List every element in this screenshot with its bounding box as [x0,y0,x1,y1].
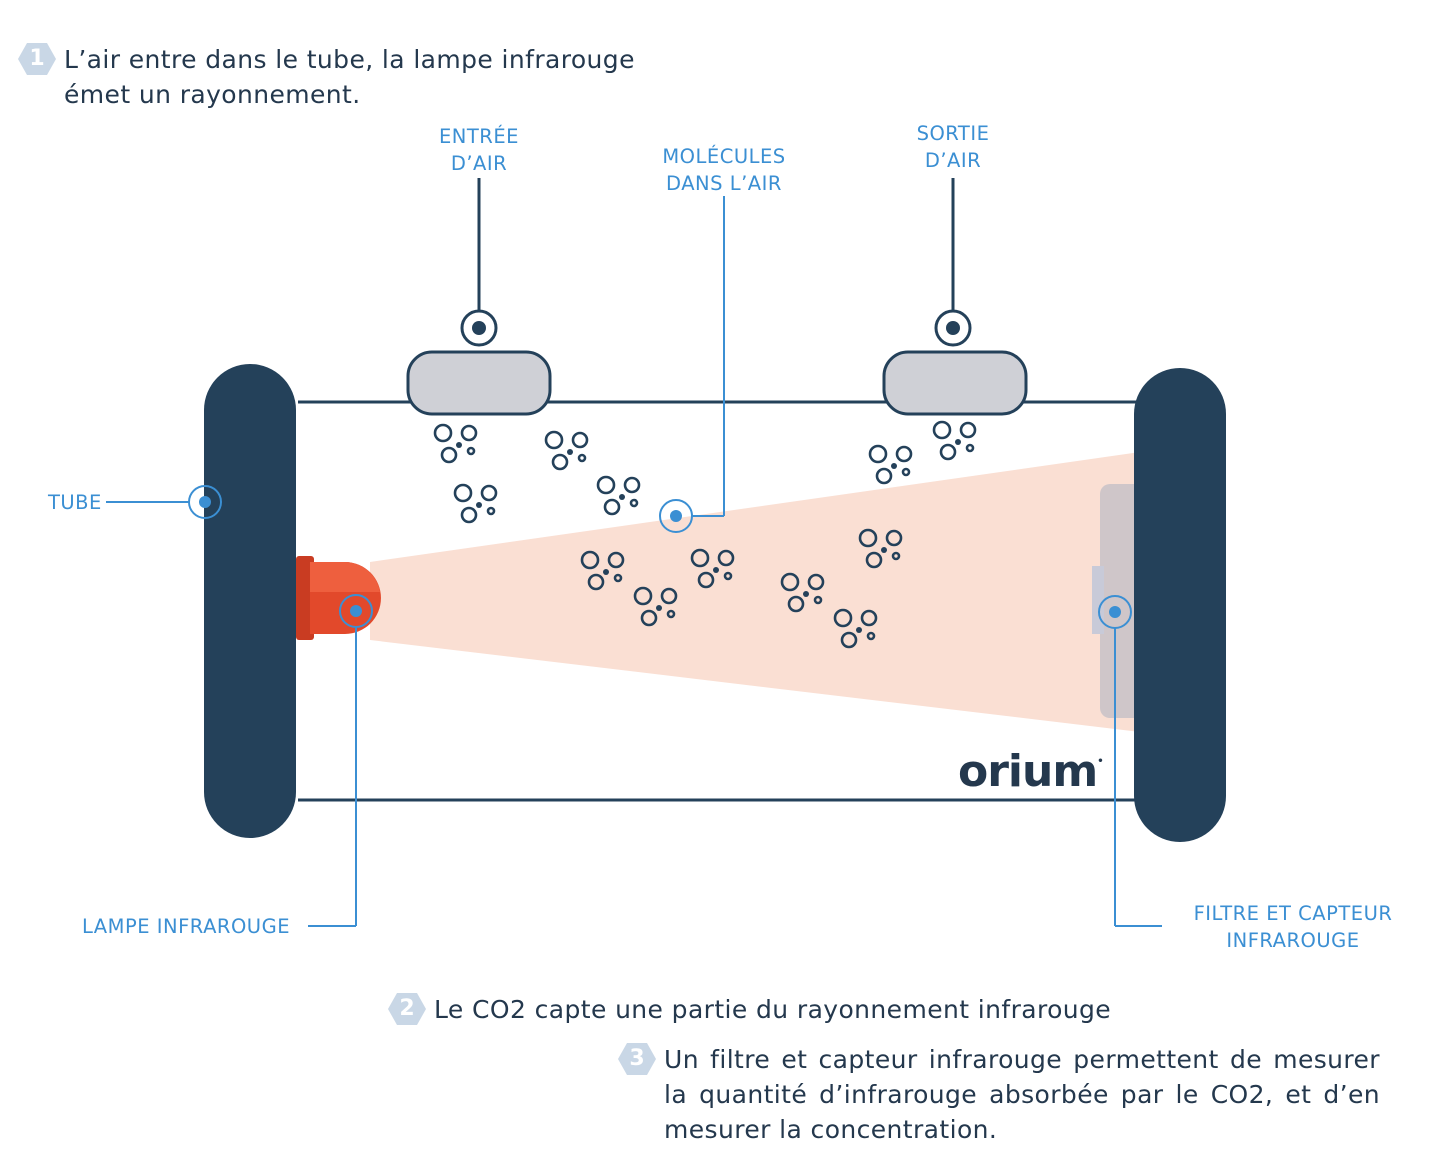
molecule-cluster [544,430,589,471]
step-2: 2 Le CO2 capte une partie du rayonnement… [388,992,1111,1027]
step-1: 1 L’air entre dans le tube, la lampe inf… [18,42,635,112]
ir-lamp-label: LAMPE INFRAROUGE [82,915,291,938]
tube-left-end [204,364,296,838]
step-1-badge: 1 [18,42,56,76]
step-3: 3 Un filtre et capteur infrarouge permet… [618,1042,1380,1147]
molecules [433,420,977,649]
molecule-cluster [453,483,498,524]
step-3-badge: 3 [618,1042,656,1076]
molecule-cluster [633,586,678,627]
infrared-beam [370,452,1140,732]
lamp-marker [339,594,373,628]
ir-lamp [296,556,381,640]
molecule-cluster [858,528,903,569]
air-inlet-cap [406,350,552,416]
step-2-text: Le CO2 capte une partie du rayonnement i… [434,995,1112,1024]
tube-marker [188,485,222,519]
molecule-cluster [690,548,735,589]
molecule-cluster [596,475,641,516]
molecule-cluster [433,423,478,464]
tube-right-end [1134,368,1226,842]
air-outlet-cap [882,350,1028,416]
step-3-text: Un filtre et capteur infrarouge permette… [664,1045,1380,1144]
molecule-cluster [868,444,913,485]
sensor-marker [1098,595,1132,629]
molecule-cluster [932,420,977,461]
tube-label: TUBE [48,491,102,514]
filter-sensor [1100,484,1144,718]
step-1-text: L’air entre dans le tube, la lampe infra… [64,45,635,109]
molecule-cluster [780,572,825,613]
molecule-cluster [580,550,625,591]
molecule-cluster [833,608,878,649]
orium-logo: orium• [958,746,1104,797]
step-2-badge: 2 [388,992,426,1026]
filter-sensor-window [1092,566,1104,634]
molecules-marker [659,499,693,533]
